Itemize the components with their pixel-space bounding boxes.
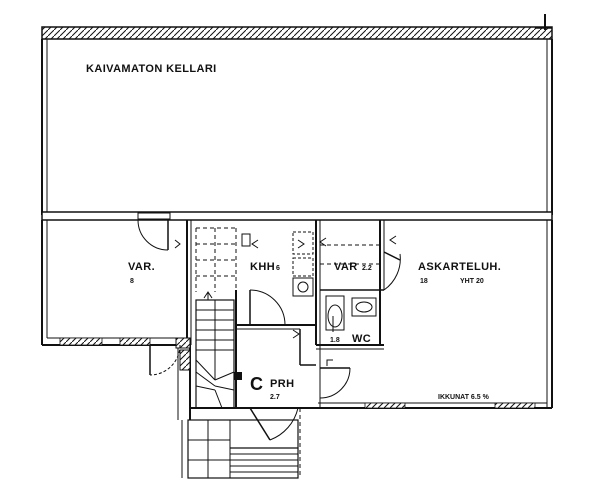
fixtures (241, 231, 377, 332)
piers (175, 337, 242, 380)
room-label-var-mid: VAR (334, 261, 358, 273)
window-hatch (59, 337, 536, 409)
cellar-walls (41, 39, 553, 215)
chimney-mark: C (250, 374, 263, 394)
room-area-var-left: 8 (130, 278, 134, 285)
room-label-var-left: VAR. (128, 261, 155, 273)
room-area-var-mid: 2.2 (362, 265, 372, 272)
room-label-wc: WC (352, 333, 371, 345)
room-area-khh: 6 (276, 265, 280, 272)
top-wall (41, 14, 553, 40)
mid-wall (41, 211, 553, 221)
doors (137, 219, 401, 441)
door-arrows (174, 235, 397, 366)
room-label-askarteluh: ASKARTELUH. (418, 261, 501, 273)
room-label-kellari: KAIVAMATON KELLARI (86, 63, 217, 75)
room-label-prh: PRH (270, 378, 294, 390)
room-area-wc: 1.8 (330, 337, 340, 344)
windows-note: IKKUNAT 6.5 % (438, 394, 490, 401)
entrance-steps (181, 408, 301, 479)
room-area-askarteluh: 18 (420, 278, 428, 285)
room-total-askarteluh: YHT 20 (460, 278, 484, 285)
lower-walls (41, 220, 553, 409)
room-label-khh: KHH (250, 261, 275, 273)
dashed-stair-top (195, 227, 237, 292)
stair (195, 291, 235, 409)
room-area-prh: 2.7 (270, 394, 280, 401)
